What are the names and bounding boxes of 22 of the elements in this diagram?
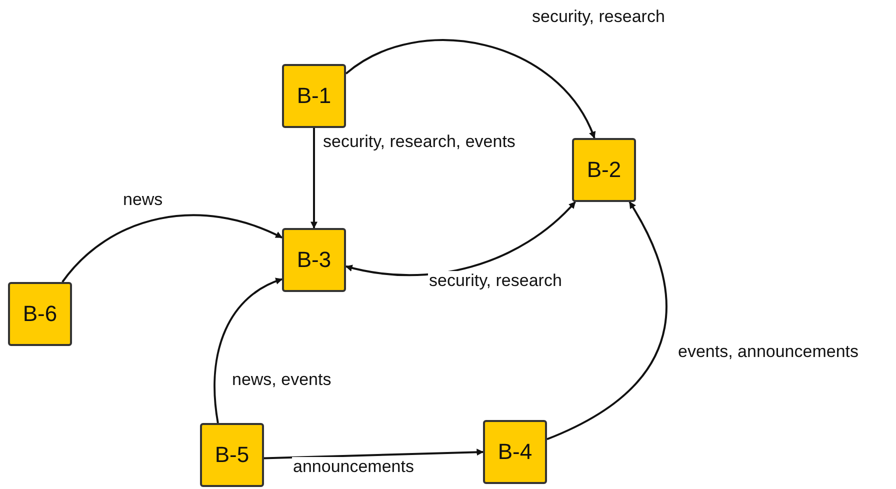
node-box <box>8 282 72 346</box>
arrow <box>214 278 283 424</box>
edge-label: security, research, events <box>322 132 516 152</box>
node-label: B-2 <box>586 157 622 183</box>
node-box <box>200 423 264 487</box>
arrow <box>310 128 318 229</box>
node-label: B-5 <box>214 442 250 468</box>
edge-label: security, research <box>531 7 666 27</box>
node-label: B-6 <box>22 301 58 327</box>
node-box <box>572 138 636 202</box>
node-box <box>282 64 346 128</box>
arrow <box>345 39 596 139</box>
edge-label: security, research <box>428 271 563 291</box>
arrow <box>62 214 283 283</box>
node-box <box>282 228 346 292</box>
node-label: B-3 <box>296 247 332 273</box>
arrow <box>264 448 484 460</box>
node-label: B-1 <box>296 83 332 109</box>
node-box <box>483 420 547 484</box>
node-label: B-4 <box>498 439 532 465</box>
arrow <box>345 201 576 276</box>
arrow <box>546 201 668 440</box>
